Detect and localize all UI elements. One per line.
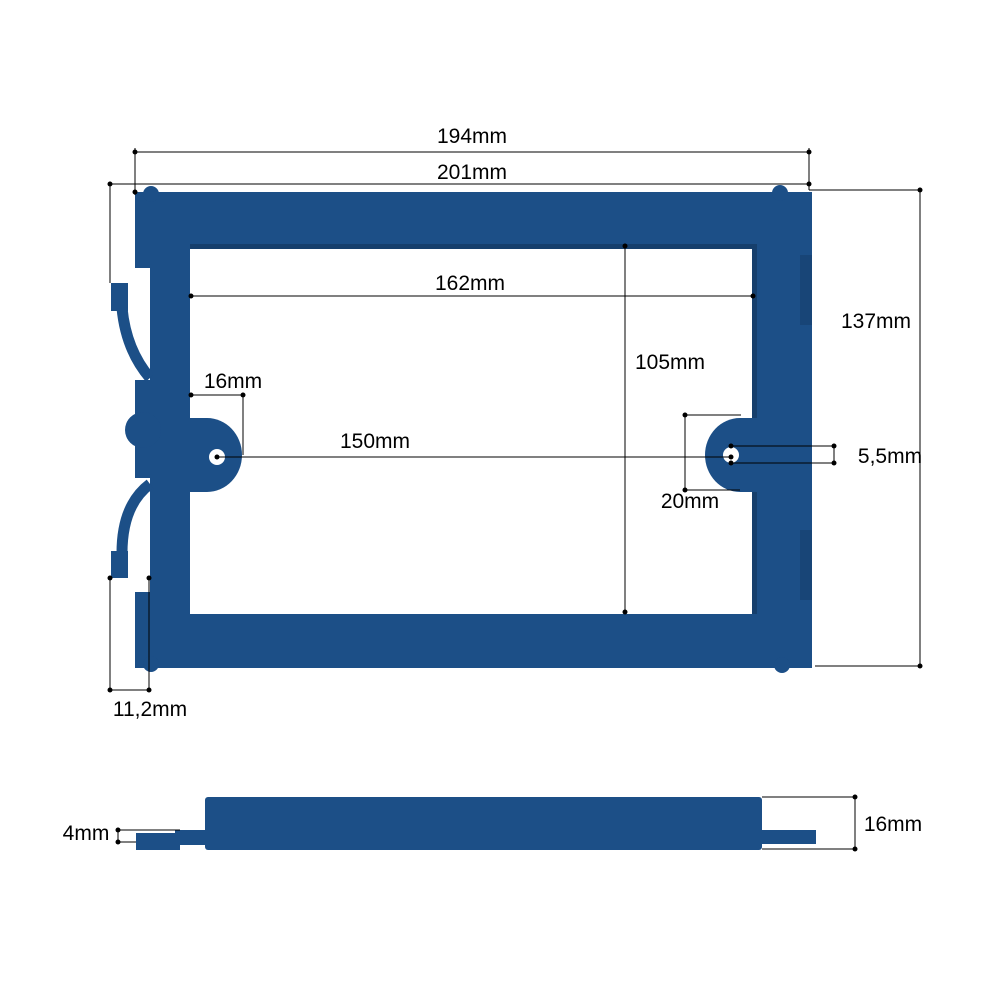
side-tab-left-arm: [175, 830, 207, 845]
dim-label-194: 194mm: [437, 125, 507, 148]
corner-bump: [143, 656, 159, 672]
side-body: [205, 797, 762, 850]
clip-arm-bottom: [116, 479, 154, 554]
side-bump: [125, 412, 161, 448]
corner-bump: [143, 186, 159, 202]
corner-bump: [774, 657, 790, 673]
clip-tab-top: [111, 283, 128, 311]
edge-recess: [800, 255, 812, 325]
frame-top-view: [111, 185, 812, 673]
inner-shadow: [190, 244, 757, 249]
side-tab-left: [136, 833, 180, 850]
frame-side-view: [136, 797, 816, 850]
clip-tab-bottom: [111, 551, 128, 578]
dim-label-105: 105mm: [635, 351, 705, 374]
dim-label-5-5: 5,5mm: [858, 445, 922, 468]
dim-label-201: 201mm: [437, 161, 507, 184]
dim-label-162: 162mm: [435, 272, 505, 295]
dimension-lines: [107, 148, 923, 852]
edge-recess: [800, 530, 812, 600]
frame-body: [135, 192, 812, 668]
dim-label-20: 20mm: [661, 490, 719, 513]
dim-label-11-2: 11,2mm: [113, 698, 187, 721]
clip-arm-top: [116, 307, 155, 382]
dim-label-4: 4mm: [63, 822, 110, 845]
corner-bump: [772, 185, 788, 201]
dim-label-16-side: 16mm: [864, 813, 922, 836]
dim-label-137: 137mm: [841, 310, 911, 333]
dim-label-150: 150mm: [340, 430, 410, 453]
dim-label-16-lug: 16mm: [204, 370, 262, 393]
dimension-labels: 194mm 201mm 162mm 137mm 105mm 16mm 150mm…: [63, 125, 923, 845]
side-tab-right: [760, 830, 816, 844]
